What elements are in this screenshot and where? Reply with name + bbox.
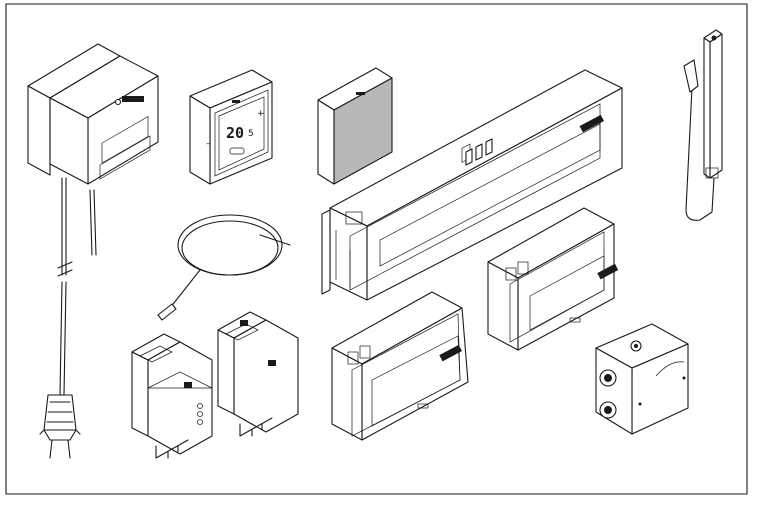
base-station-small <box>331 291 469 441</box>
temperature-probe-cable <box>157 214 291 321</box>
junction-box <box>595 323 689 435</box>
thermostat-minus-symbol: – <box>206 139 211 149</box>
thermostat-temperature-decimal: 5 <box>248 129 254 139</box>
din-rail-module-right <box>217 311 299 437</box>
base-station-medium <box>487 207 619 351</box>
room-thermostat-display: 20 5 – + <box>189 69 273 185</box>
euro-plug <box>39 394 81 459</box>
thermostat-brand-mark <box>232 100 240 103</box>
room-sensor-grey <box>317 67 393 185</box>
thermostat-plus-symbol: + <box>257 109 265 119</box>
thermostat-temperature-value: 20 <box>226 124 244 142</box>
brand-logo-base-medium <box>597 263 619 280</box>
brand-logo <box>122 96 144 102</box>
brand-logo-base-small <box>439 344 463 362</box>
figure-border <box>5 3 748 495</box>
brand-logo-base-large <box>579 114 605 133</box>
din-rail-module-left <box>131 333 213 459</box>
antenna-connector <box>683 59 699 93</box>
power-supply-unit <box>27 43 159 459</box>
base-station-large <box>321 69 623 301</box>
probe-sensor-tip <box>157 303 177 321</box>
sensor-brand-mark <box>356 92 365 95</box>
antenna-module <box>683 29 723 221</box>
thermostat-menu-button <box>229 147 245 155</box>
